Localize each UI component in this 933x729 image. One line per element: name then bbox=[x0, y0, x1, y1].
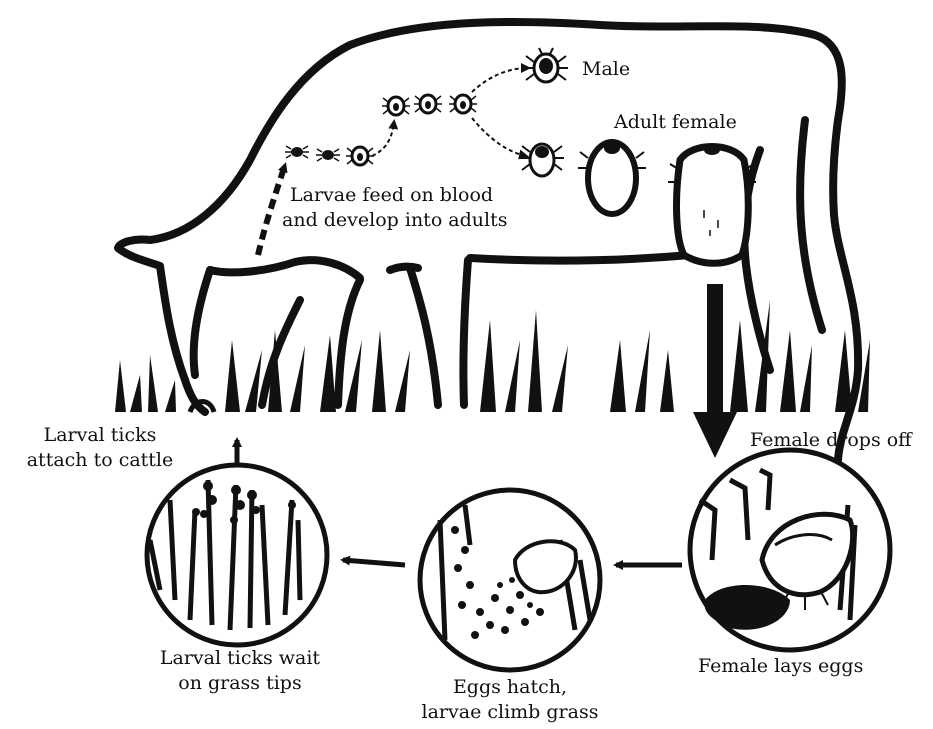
label-larval-wait-2: on grass tips bbox=[178, 672, 301, 694]
label-larval-wait-1: Larval ticks wait bbox=[160, 647, 321, 669]
label-adult-female: Adult female bbox=[613, 111, 737, 133]
engorged-female-tick-icon bbox=[668, 145, 756, 263]
label-male: Male bbox=[582, 58, 630, 80]
label-female-lays-eggs: Female lays eggs bbox=[698, 655, 863, 677]
larvae-climb-arrow bbox=[258, 165, 285, 255]
eggs-hatch-circle bbox=[420, 490, 600, 670]
label-larvae-feed-2: and develop into adults bbox=[282, 209, 508, 231]
female-tick-icon bbox=[520, 144, 564, 176]
nymph-to-male-arrow bbox=[472, 68, 528, 92]
label-larvae-feed-1: Larvae feed on blood bbox=[290, 184, 493, 206]
tick-larva-icon bbox=[285, 146, 340, 161]
larval-ticks-wait-circle bbox=[147, 465, 327, 645]
larva-to-nymph-arrow bbox=[372, 122, 394, 156]
label-larval-attach-2: attach to cattle bbox=[27, 449, 174, 471]
tick-nymph-icon bbox=[382, 95, 477, 115]
cycle-arrow-to-wait bbox=[343, 560, 405, 565]
female-lays-eggs-circle bbox=[690, 450, 890, 650]
nymph-to-female-arrow bbox=[472, 118, 526, 156]
engorged-female-tick-icon bbox=[578, 142, 646, 214]
label-larval-attach-1: Larval ticks bbox=[44, 424, 157, 446]
label-female-drops-off: Female drops off bbox=[750, 429, 913, 451]
male-tick-icon bbox=[524, 48, 568, 82]
tick-larva-icon bbox=[346, 147, 374, 165]
label-eggs-hatch-1: Eggs hatch, bbox=[453, 676, 567, 698]
female-drops-off-arrow bbox=[693, 284, 737, 458]
label-eggs-hatch-2: larvae climb grass bbox=[422, 701, 599, 723]
